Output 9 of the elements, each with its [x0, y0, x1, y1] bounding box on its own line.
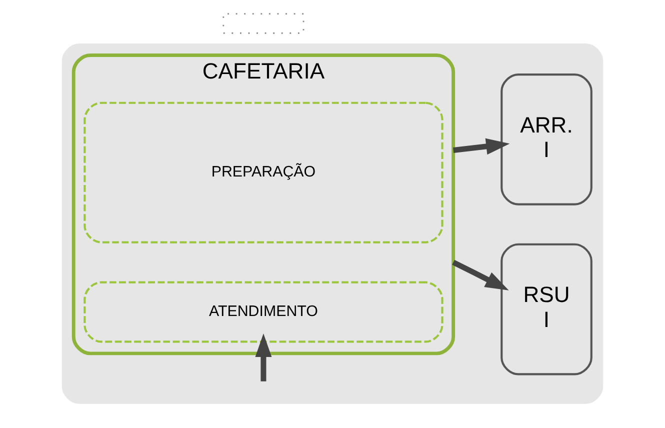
arrow: [255, 333, 272, 382]
node-box: PREPARAÇÃO: [84, 102, 444, 244]
node-box: [222, 13, 304, 34]
node-box: RSU I: [500, 243, 592, 376]
node-box: ATENDIMENTO: [84, 281, 444, 343]
arrow: [453, 138, 510, 155]
cluster: [62, 43, 604, 404]
node-box: ARR. I: [500, 74, 592, 206]
arrow: [452, 260, 509, 290]
